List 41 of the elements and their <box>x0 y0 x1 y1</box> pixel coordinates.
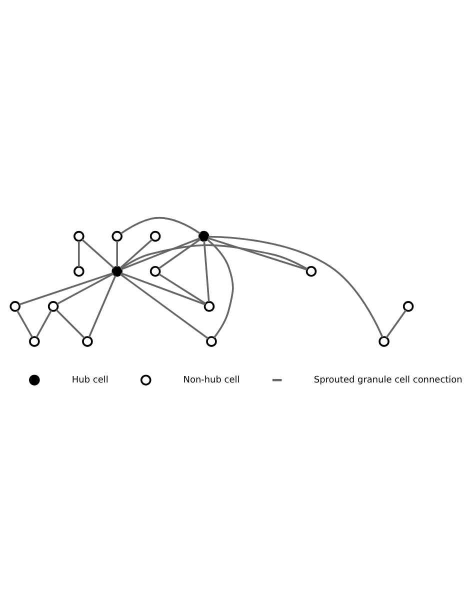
connector <box>158 238 201 270</box>
node-circle <box>48 301 59 312</box>
connector <box>116 240 118 267</box>
node-circle <box>10 301 20 312</box>
connector <box>120 216 201 234</box>
node-circle <box>198 230 210 242</box>
node-circle <box>112 230 122 242</box>
connector <box>56 309 86 339</box>
legend-label: Sprouted granule cell connection <box>314 375 462 386</box>
node-circle <box>206 336 217 347</box>
node-circle <box>402 301 414 312</box>
connector <box>16 310 34 338</box>
legend-label: Non-hub cell <box>183 375 240 386</box>
connector <box>120 274 209 340</box>
node-circle <box>112 266 122 277</box>
node-circle <box>378 336 390 347</box>
connector <box>19 272 114 306</box>
node-circle <box>29 336 40 347</box>
connector <box>78 240 80 267</box>
connector <box>208 237 308 270</box>
node-circle <box>82 336 93 347</box>
connector <box>206 238 234 338</box>
connector <box>81 238 114 269</box>
legend-label: Hub cell <box>72 375 108 386</box>
node-circle <box>306 266 317 277</box>
connector <box>120 238 200 270</box>
node-circle <box>204 301 215 312</box>
node-circle <box>74 266 84 277</box>
connector <box>203 240 210 302</box>
connector <box>88 275 116 338</box>
node-circle <box>74 230 84 242</box>
connector <box>120 272 206 306</box>
connector <box>386 310 407 338</box>
connector <box>120 244 308 270</box>
connector <box>56 273 114 305</box>
node-circle <box>150 266 161 277</box>
connector <box>158 273 206 304</box>
node-circle <box>150 230 161 242</box>
connector <box>208 236 384 338</box>
connector <box>120 238 153 269</box>
connector <box>36 310 52 338</box>
